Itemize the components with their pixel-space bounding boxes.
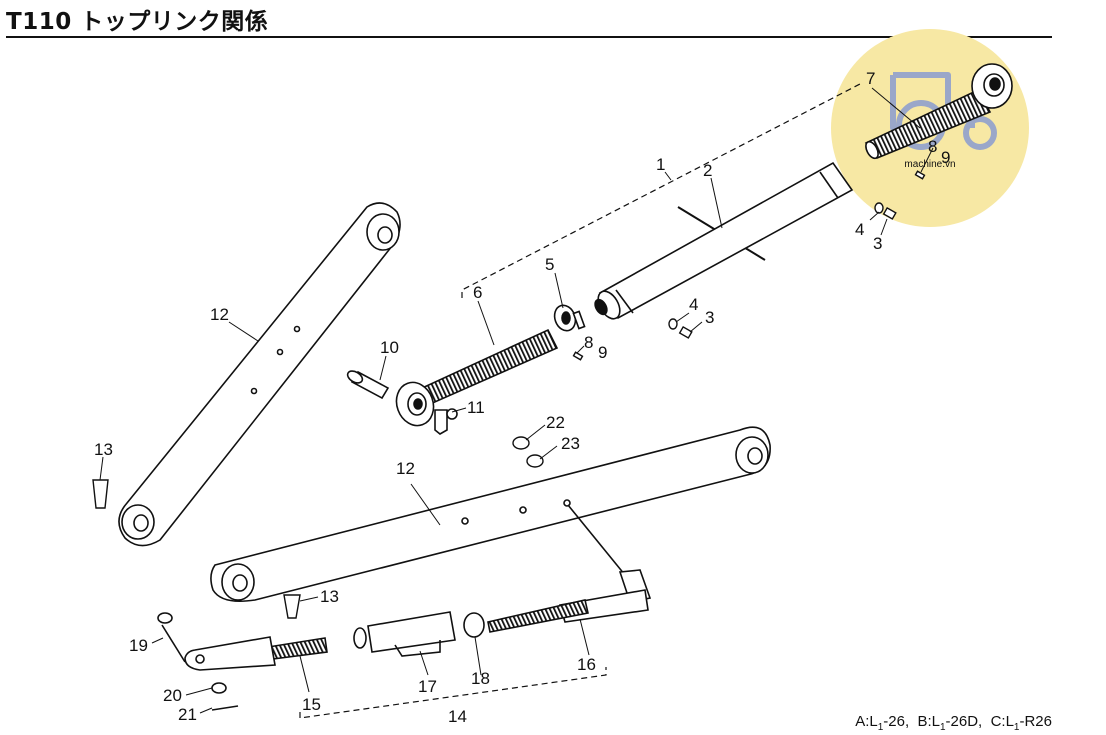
model-note-b-suffix: -26D, [945, 713, 983, 730]
callout-8-lower: 8 [584, 333, 593, 352]
threaded-rod-6 [395, 328, 559, 427]
callout-10: 10 [380, 338, 399, 357]
callout-12-lower: 12 [396, 459, 415, 478]
callout-4-lower: 4 [689, 295, 698, 314]
model-applicability-note: A:L1-26, B:L1-26D, C:L1-R26 [855, 713, 1052, 733]
model-note-b-sub: 1 [939, 722, 946, 733]
model-note-a-prefix: A:L [855, 713, 878, 730]
top-link-tube [594, 161, 854, 320]
pin-10 [346, 370, 390, 400]
callout-13-lower: 13 [320, 587, 339, 606]
watermark-text: machine.vn [904, 159, 955, 170]
model-note-a-suffix: -26, [883, 713, 910, 730]
callout-6: 6 [473, 283, 482, 302]
assembly-bracket-1 [461, 83, 861, 298]
callout-12-upper: 12 [210, 305, 229, 324]
page-title: T110 トップリンク関係 [6, 9, 269, 35]
callout-13-upper: 13 [94, 440, 113, 459]
model-note-a-sub: 1 [877, 722, 884, 733]
model-note-b-prefix: B:L [917, 713, 940, 730]
callout-18: 18 [471, 669, 490, 688]
leader-lines [99, 87, 934, 714]
callout-21: 21 [178, 705, 197, 724]
lift-rod-12-lower [210, 426, 771, 603]
bolt-nut-hardware [572, 170, 926, 361]
callout-16: 16 [577, 655, 596, 674]
callout-11: 11 [467, 398, 485, 417]
callout-20: 20 [163, 686, 182, 705]
callout-7: 7 [866, 69, 875, 88]
callout-3-lower: 3 [705, 308, 714, 327]
lock-nut-5 [553, 304, 586, 332]
callout-1: 1 [656, 155, 665, 174]
callout-17: 17 [418, 677, 437, 696]
callout-labels: 1 2 7 8 9 4 3 5 6 4 3 8 9 10 11 12 12 13… [94, 69, 950, 726]
callout-23: 23 [561, 434, 580, 453]
title-divider [6, 36, 1052, 38]
model-note-c-sub: 1 [1013, 722, 1020, 733]
model-note-c-prefix: C:L [990, 713, 1014, 730]
callout-8-upper: 8 [928, 137, 937, 156]
callout-14: 14 [448, 707, 467, 726]
assembly-bracket-14 [299, 667, 607, 719]
callout-19: 19 [129, 636, 148, 655]
callout-9-lower: 9 [598, 343, 607, 362]
linch-pin-11 [434, 408, 458, 435]
callout-9-upper: 9 [941, 148, 950, 167]
callout-4-upper: 4 [855, 220, 864, 239]
lift-rod-12-upper [118, 202, 401, 547]
callout-3-upper: 3 [873, 234, 882, 253]
linch-pin-13-lower [283, 594, 301, 619]
callout-22: 22 [546, 413, 565, 432]
callout-5: 5 [545, 255, 554, 274]
callout-15: 15 [302, 695, 321, 714]
model-note-c-suffix: -R26 [1019, 713, 1052, 730]
callout-2: 2 [703, 161, 712, 180]
linch-pin-13-upper [92, 479, 109, 509]
nut-22-washer-23 [512, 436, 544, 468]
threaded-rod-end-7 [864, 63, 1013, 160]
